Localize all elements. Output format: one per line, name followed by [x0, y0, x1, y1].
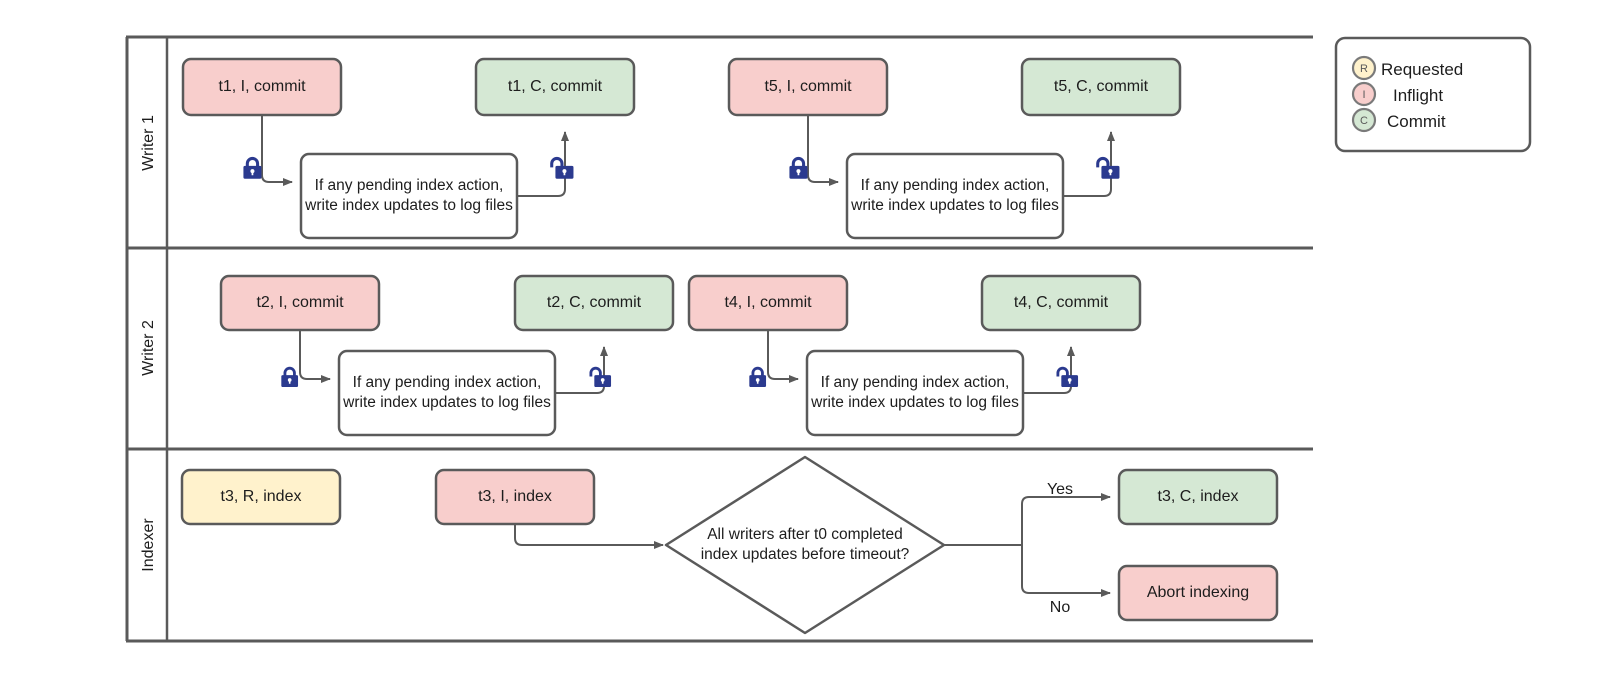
legend-label-commit: Commit: [1387, 112, 1446, 131]
edge-label-no: No: [1050, 599, 1071, 616]
locked-icon: [749, 366, 767, 387]
writer1-edges: [261, 115, 1115, 197]
lane-label-writer-1: Writer 1: [140, 115, 157, 171]
swimlane-container: [125, 35, 1313, 643]
node-ix-t3-requested-label: t3, R, index: [220, 487, 302, 505]
legend: R Requested I Inflight C Commit: [1334, 36, 1532, 153]
node-w1-t1-commit-label: t1, C, commit: [507, 77, 603, 95]
unlocked-icon: [1096, 156, 1120, 179]
legend-label-requested: Requested: [1381, 60, 1463, 79]
legend-item-commit: C Commit: [1351, 107, 1446, 133]
node-ix-abort-label: Abort indexing: [1146, 583, 1250, 601]
node-w2-t2-inflight-label: t2, I, commit: [256, 293, 344, 311]
node-w2-process-b[interactable]: If any pending index action, write index…: [805, 349, 1025, 437]
node-w2-t4-inflight-label: t4, I, commit: [724, 293, 812, 311]
node-w1-process-b-label: If any pending index action, write index…: [851, 176, 1059, 214]
node-w1-t5-inflight-label: t5, I, commit: [764, 77, 852, 95]
locked-icon: [789, 156, 808, 179]
node-w2-process-b-label: If any pending index action, write index…: [811, 373, 1019, 411]
lane-label-writer-2-text: Writer 2: [140, 320, 157, 376]
locked-icon: [243, 156, 262, 179]
node-w1-process-a[interactable]: If any pending index action, write index…: [299, 152, 519, 240]
legend-letter-inflight: I: [1362, 89, 1365, 101]
node-w1-t1-inflight-label: t1, I, commit: [218, 77, 306, 95]
node-w2-t2-commit-label: t2, C, commit: [546, 293, 642, 311]
node-ix-decision[interactable]: All writers after t0 completed index upd…: [664, 455, 946, 635]
node-ix-decision-label: All writers after t0 completed index upd…: [700, 525, 910, 563]
node-w1-t5-commit-label: t5, C, commit: [1053, 77, 1149, 95]
node-w2-t4-commit[interactable]: t4, C, commit: [980, 274, 1142, 332]
unlocked-icon: [550, 156, 574, 179]
legend-letter-commit: C: [1360, 115, 1368, 127]
node-w1-t1-commit[interactable]: t1, C, commit: [474, 57, 636, 117]
node-w2-t2-commit[interactable]: t2, C, commit: [513, 274, 675, 332]
legend-label-inflight: Inflight: [1393, 86, 1443, 105]
node-w1-t5-inflight[interactable]: t5, I, commit: [727, 57, 889, 117]
node-w2-process-a-label: If any pending index action, write index…: [343, 373, 551, 411]
legend-letter-requested: R: [1360, 63, 1368, 75]
node-w2-t2-inflight[interactable]: t2, I, commit: [219, 274, 381, 332]
node-w2-t4-commit-label: t4, C, commit: [1013, 293, 1109, 311]
inflight-badge-icon: [1351, 81, 1377, 107]
node-ix-t3-inflight-label: t3, I, index: [478, 487, 552, 505]
requested-badge-icon: [1351, 55, 1377, 81]
node-w1-process-b[interactable]: If any pending index action, write index…: [845, 152, 1065, 240]
unlocked-icon: [1056, 366, 1079, 387]
node-ix-t3-requested[interactable]: t3, R, index: [180, 468, 342, 526]
lane-label-indexer: Indexer: [140, 518, 157, 572]
lane-label-writer-1-text: Writer 1: [140, 115, 157, 171]
node-ix-t3-commit[interactable]: t3, C, index: [1117, 468, 1279, 526]
node-w1-t1-inflight[interactable]: t1, I, commit: [181, 57, 343, 117]
unlocked-icon: [589, 366, 612, 387]
node-ix-abort[interactable]: Abort indexing: [1117, 564, 1279, 622]
node-w1-process-a-label: If any pending index action, write index…: [305, 176, 513, 214]
locked-icon: [281, 366, 299, 387]
indexer-edges: [514, 493, 1111, 597]
lane-label-indexer-text: Indexer: [140, 518, 157, 572]
node-w1-t5-commit[interactable]: t5, C, commit: [1020, 57, 1182, 117]
node-ix-t3-commit-label: t3, C, index: [1157, 487, 1239, 505]
commit-badge-icon: [1351, 107, 1377, 133]
node-w2-t4-inflight[interactable]: t4, I, commit: [687, 274, 849, 332]
edge-label-yes: Yes: [1047, 481, 1073, 498]
legend-item-inflight: I Inflight: [1351, 81, 1443, 107]
legend-item-requested: R Requested: [1351, 55, 1463, 81]
node-w2-process-a[interactable]: If any pending index action, write index…: [337, 349, 557, 437]
node-ix-t3-inflight[interactable]: t3, I, index: [434, 468, 596, 526]
lane-label-writer-2: Writer 2: [140, 320, 157, 376]
